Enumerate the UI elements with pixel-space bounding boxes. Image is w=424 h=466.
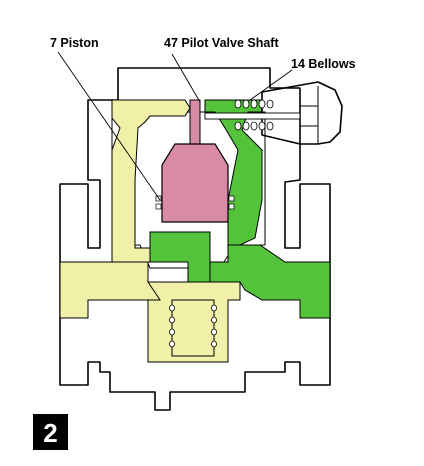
main-valve-spring — [169, 299, 217, 357]
green-pilot-channel — [204, 99, 263, 246]
figure-number: 2 — [43, 418, 57, 448]
label-pilot-valve-shaft: 47 Pilot Valve Shaft — [164, 36, 279, 50]
pilot-bellows-assembly — [204, 81, 343, 145]
leader-lines — [57, 51, 293, 201]
yellow-inlet-passage — [59, 261, 161, 319]
green-valve-seat — [149, 231, 211, 283]
label-piston: 7 Piston — [50, 36, 99, 50]
yellow-flow-region — [59, 99, 241, 363]
label-bellows: 14 Bellows — [291, 57, 356, 71]
yellow-pilot-channel — [111, 99, 191, 263]
bellows-coils — [234, 99, 274, 131]
green-flow-region — [149, 99, 331, 319]
figure-number-badge: 2 — [33, 414, 68, 450]
pilot-valve-shaft — [204, 112, 301, 120]
piston — [155, 99, 235, 223]
piston-body — [161, 143, 229, 223]
